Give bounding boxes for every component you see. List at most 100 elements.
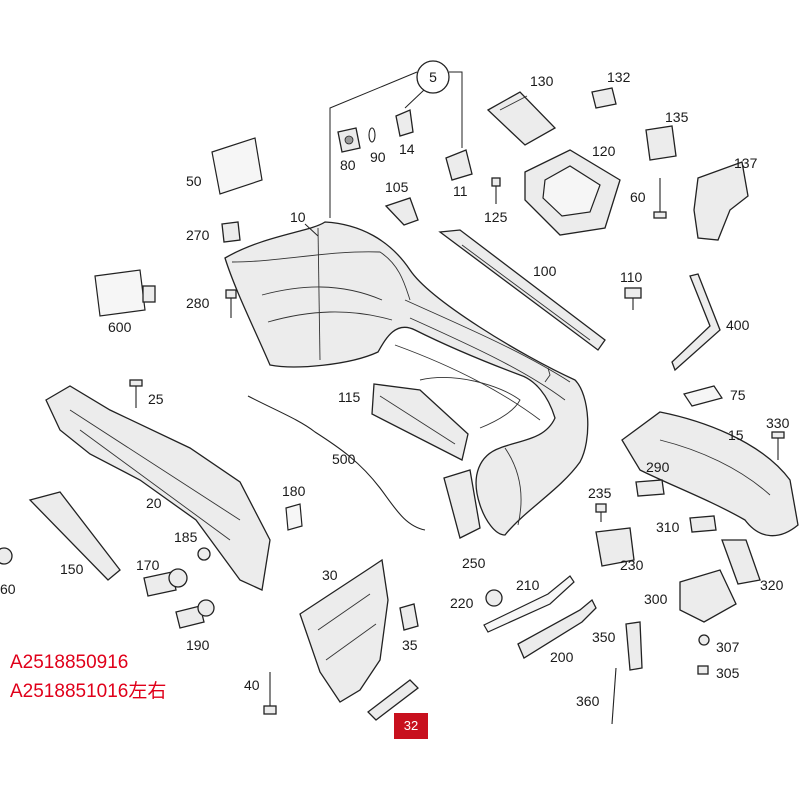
part-11-bracket: 11 bbox=[445, 149, 473, 199]
callout-15: 15 bbox=[728, 427, 744, 443]
callout-150: 150 bbox=[60, 561, 84, 577]
callout-30: 30 bbox=[322, 567, 338, 583]
callout-330: 330 bbox=[766, 415, 790, 431]
callout-200: 200 bbox=[550, 649, 574, 665]
part-105-bracket: 105 bbox=[384, 179, 419, 226]
part-600-panel: 600 bbox=[94, 269, 156, 335]
callout-170: 170 bbox=[136, 557, 160, 573]
part-30-bracket: 30 bbox=[299, 558, 389, 703]
callout-280: 280 bbox=[186, 295, 210, 311]
part-10-bumper-cover: 10 bbox=[224, 209, 589, 536]
part-100-strip: 100 bbox=[438, 229, 606, 351]
part-130-duct: 130 bbox=[486, 73, 557, 146]
callout-25: 25 bbox=[148, 391, 164, 407]
callout-360: 360 bbox=[576, 693, 600, 709]
callout-600: 600 bbox=[108, 319, 132, 335]
callout-60-lower: 60 bbox=[0, 581, 16, 597]
part-110-screw: 110 bbox=[620, 269, 643, 310]
part-number-2: A2518851016左右 bbox=[10, 681, 167, 702]
part-150-absorber: 150 bbox=[28, 491, 121, 581]
callout-132: 132 bbox=[607, 69, 631, 85]
callout-185: 185 bbox=[174, 529, 198, 545]
part-137-guide: 137 bbox=[693, 155, 758, 241]
callout-80: 80 bbox=[340, 157, 356, 173]
part-280-screw: 280 bbox=[186, 289, 237, 318]
callout-350: 350 bbox=[592, 629, 616, 645]
part-210-strip: 210 bbox=[483, 575, 575, 633]
callout-305: 305 bbox=[716, 665, 740, 681]
callout-11: 11 bbox=[453, 183, 468, 199]
callout-307: 307 bbox=[716, 639, 740, 655]
callout-320: 320 bbox=[760, 577, 784, 593]
callout-115: 115 bbox=[338, 389, 361, 405]
part-35-clip: 35 bbox=[399, 603, 419, 653]
part-400-trim: 400 bbox=[671, 273, 750, 372]
part-305-screw: 305 bbox=[697, 665, 740, 681]
callout-90: 90 bbox=[370, 149, 386, 165]
part-190-bolt: 190 bbox=[175, 599, 215, 653]
callout-14: 14 bbox=[399, 141, 415, 157]
part-290-clip: 290 bbox=[635, 459, 670, 497]
part-number-1: A2518850916 bbox=[10, 652, 129, 673]
callout-60-upper: 60 bbox=[630, 189, 646, 205]
part-310-clip: 310 bbox=[656, 515, 717, 535]
part-185-washer: 185 bbox=[174, 529, 211, 561]
part-135-bracket: 135 bbox=[645, 109, 689, 161]
callout-500: 500 bbox=[332, 451, 356, 467]
callout-130: 130 bbox=[530, 73, 554, 89]
part-50-plate: 50 bbox=[186, 137, 263, 195]
part-90-ring: 90 bbox=[368, 127, 386, 165]
callout-20: 20 bbox=[146, 495, 162, 511]
callout-40: 40 bbox=[244, 677, 260, 693]
part-120-housing: 120 bbox=[524, 143, 621, 236]
callout-35: 35 bbox=[402, 637, 418, 653]
part-60-rivet-upper: 60 bbox=[630, 178, 667, 219]
part-250-trim: 250 bbox=[443, 469, 486, 571]
part-270-clip: 270 bbox=[186, 221, 241, 243]
part-350-mount: 350 bbox=[592, 621, 643, 671]
part-220-nut: 220 bbox=[450, 589, 503, 611]
callout-120: 120 bbox=[592, 143, 616, 159]
part-number-list: A2518850916 A2518851016左右 bbox=[10, 648, 166, 706]
part-235-screw: 235 bbox=[588, 485, 612, 522]
part-115-grille: 115 bbox=[338, 383, 469, 461]
part-307-washer: 307 bbox=[698, 634, 740, 655]
callout-105: 105 bbox=[385, 179, 409, 195]
part-200-strip: 200 bbox=[517, 598, 597, 665]
callout-270: 270 bbox=[186, 227, 210, 243]
part-330-screw: 330 bbox=[766, 415, 790, 460]
callout-50: 50 bbox=[186, 173, 202, 189]
callout-220: 220 bbox=[450, 595, 474, 611]
callout-100: 100 bbox=[533, 263, 557, 279]
part-300-housing: 300 bbox=[644, 569, 737, 623]
part-14-clip: 14 bbox=[395, 109, 415, 157]
callout-300: 300 bbox=[644, 591, 668, 607]
part-60-nut-lower: 60 bbox=[0, 547, 16, 597]
callout-310: 310 bbox=[656, 519, 680, 535]
callout-110: 110 bbox=[620, 269, 643, 285]
part-360-bolt: 360 bbox=[576, 667, 617, 725]
part-230-sensor-bracket: 230 bbox=[595, 527, 644, 573]
part-180-plate: 180 bbox=[282, 483, 306, 531]
lower-trim-piece bbox=[367, 679, 419, 721]
part-15-diffuser: 15 bbox=[621, 411, 799, 537]
callout-190: 190 bbox=[186, 637, 210, 653]
callout-137: 137 bbox=[734, 155, 758, 171]
part-320-bracket: 320 bbox=[721, 539, 784, 593]
callout-135: 135 bbox=[665, 109, 689, 125]
part-80-sensor-holder: 80 bbox=[337, 127, 361, 173]
callout-180: 180 bbox=[282, 483, 306, 499]
part-500-harness: 500 bbox=[247, 395, 426, 531]
callout-235: 235 bbox=[588, 485, 612, 501]
callout-400: 400 bbox=[726, 317, 750, 333]
callout-125: 125 bbox=[484, 209, 508, 225]
page-badge: 32 bbox=[394, 713, 428, 739]
callout-75: 75 bbox=[730, 387, 746, 403]
part-25-screw: 25 bbox=[129, 379, 164, 408]
part-40-screw: 40 bbox=[244, 672, 277, 715]
group-5-marker: 5 bbox=[329, 60, 463, 218]
part-125-screw: 125 bbox=[484, 177, 508, 225]
part-132-clip: 132 bbox=[591, 69, 631, 109]
